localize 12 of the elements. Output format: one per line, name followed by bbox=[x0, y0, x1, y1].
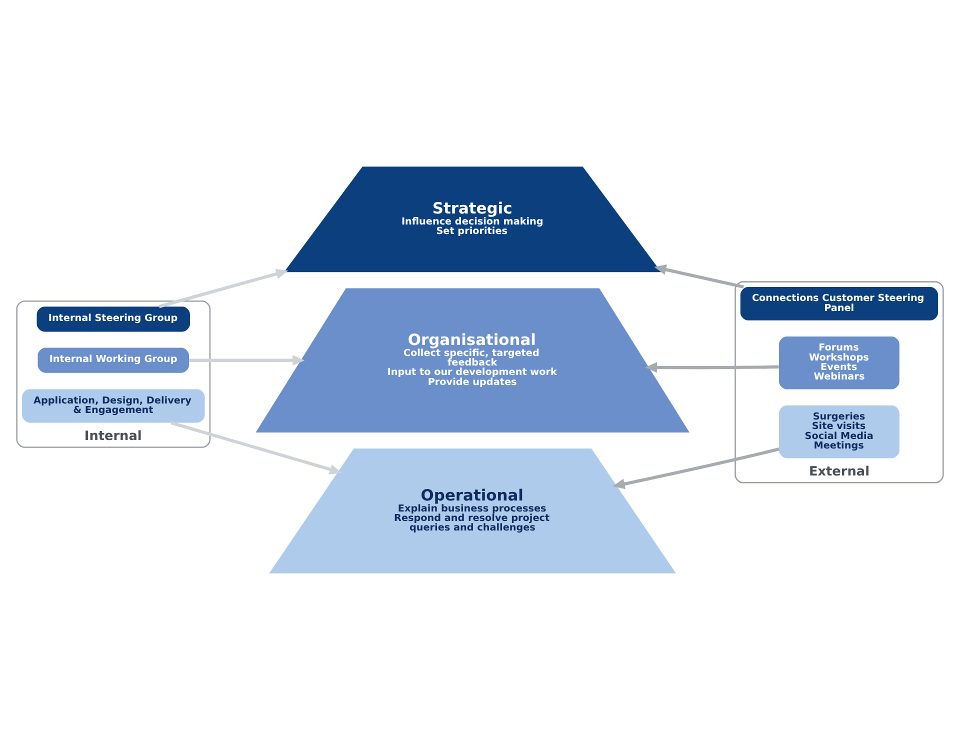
arrow bbox=[170, 420, 342, 474]
node-box: Connections Customer Steering Panel bbox=[740, 286, 938, 320]
arrow bbox=[189, 354, 305, 366]
node-box: Surgeries Site visits Social Media Meetings bbox=[779, 404, 900, 458]
node-box: Internal Working Group bbox=[38, 347, 190, 372]
node-box: Internal Steering Group bbox=[36, 306, 190, 332]
arrow bbox=[612, 447, 780, 489]
arrow bbox=[654, 264, 744, 288]
node-box: Forums Workshops Events Webinars bbox=[779, 336, 900, 389]
node-box: Application, Design, Delivery & Engagement bbox=[22, 388, 205, 422]
arrow bbox=[644, 362, 779, 372]
arrow bbox=[158, 268, 288, 308]
